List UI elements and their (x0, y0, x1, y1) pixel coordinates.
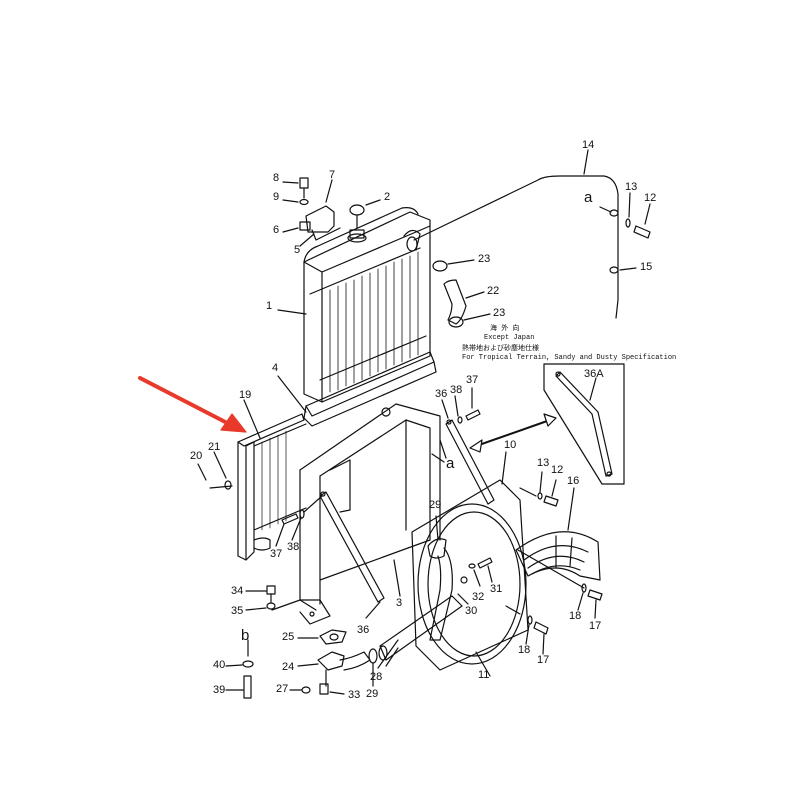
callout-17-right: 17 (589, 620, 602, 632)
radiator-frame-3 (300, 404, 446, 624)
callout-37-upper: 37 (466, 374, 479, 386)
bolts-17-18 (506, 584, 602, 654)
callout-17-lower: 17 (537, 654, 550, 666)
inset-pointer-arrow (470, 414, 556, 452)
callout-5: 5 (294, 244, 301, 256)
callout-9: 9 (273, 191, 280, 203)
callout-23-top: 23 (478, 253, 491, 265)
ref-letter-b: b (241, 627, 250, 644)
callout-29-upper: 29 (429, 499, 442, 511)
callout-3: 3 (396, 597, 403, 609)
callout-23-bottom: 23 (493, 307, 506, 319)
note-except-japan-en: Except Japan (484, 334, 535, 342)
callout-7: 7 (329, 169, 336, 181)
callout-21: 21 (208, 441, 221, 453)
note-except-japan-jp: 海 外 向 (490, 325, 520, 333)
ref-letter-a-top: a (584, 189, 593, 206)
callout-30: 30 (465, 605, 478, 617)
callout-18-lower: 18 (518, 644, 531, 656)
highlight-arrow (140, 378, 246, 432)
callout-28: 28 (370, 671, 383, 683)
callout-36-lower: 36 (357, 624, 370, 636)
callout-10: 10 (504, 439, 517, 451)
bracket-7 (283, 178, 340, 246)
callout-14: 14 (582, 139, 595, 151)
callout-13-center: 13 (537, 457, 550, 469)
fan-guard-16 (516, 488, 600, 588)
side-cooler-19 (198, 400, 306, 560)
callout-8: 8 (273, 172, 280, 184)
callout-38-left: 38 (287, 541, 300, 553)
callout-12-center: 12 (551, 464, 564, 476)
cap-2 (350, 200, 380, 228)
note-tropical-jp: 熱帯地および砂塵地仕様 (462, 345, 539, 353)
callout-18-right: 18 (569, 610, 582, 622)
callout-33: 33 (348, 689, 361, 701)
callout-19: 19 (239, 389, 252, 401)
callout-1: 1 (266, 300, 273, 312)
callout-2: 2 (384, 191, 391, 203)
callout-12-top: 12 (644, 192, 657, 204)
callout-25: 25 (282, 631, 295, 643)
callout-13-top: 13 (625, 181, 638, 193)
bolt-37-left (276, 496, 322, 546)
leader-4 (278, 376, 306, 412)
callout-40: 40 (213, 659, 226, 671)
callout-22: 22 (487, 285, 500, 297)
callout-11: 11 (478, 669, 490, 681)
leader-a-center (432, 454, 444, 462)
overflow-tube-14 (414, 150, 650, 318)
lower-seal (304, 352, 436, 426)
callout-35: 35 (231, 605, 244, 617)
callout-15: 15 (640, 261, 653, 273)
bolt-37-right (455, 388, 480, 423)
callout-24: 24 (282, 661, 295, 673)
callout-6: 6 (273, 224, 280, 236)
outlet-elbow-24 (290, 630, 370, 694)
drain-valve-39-40 (226, 640, 253, 698)
callout-34: 34 (231, 585, 244, 597)
callout-37-left: 37 (270, 548, 283, 560)
callout-32: 32 (472, 591, 485, 603)
callout-31: 31 (490, 583, 503, 595)
bolt-12-13-center (520, 472, 558, 506)
callout-38-upper: 38 (450, 384, 463, 396)
callout-20: 20 (190, 450, 203, 462)
lower-hose-28 (369, 596, 462, 686)
stay-36-left (320, 492, 384, 618)
callout-36-upper: 36 (435, 388, 448, 400)
bolt-31 (469, 558, 492, 586)
radiator-core (304, 208, 430, 402)
note-tropical-en: For Tropical Terrain, Sandy and Dusty Sp… (462, 354, 677, 362)
callout-39: 39 (213, 684, 226, 696)
upper-hose-22 (433, 260, 490, 327)
bolt-34 (246, 586, 300, 610)
callout-27: 27 (276, 683, 289, 695)
callout-36a: 36A (584, 368, 604, 380)
callout-16: 16 (567, 475, 580, 487)
callout-29-lower: 29 (366, 688, 379, 700)
stay-36-right (442, 400, 494, 504)
inset-box-36a (544, 364, 624, 484)
ref-letter-a-center: a (446, 455, 455, 472)
leader-1 (278, 310, 306, 314)
callout-4: 4 (272, 362, 279, 374)
